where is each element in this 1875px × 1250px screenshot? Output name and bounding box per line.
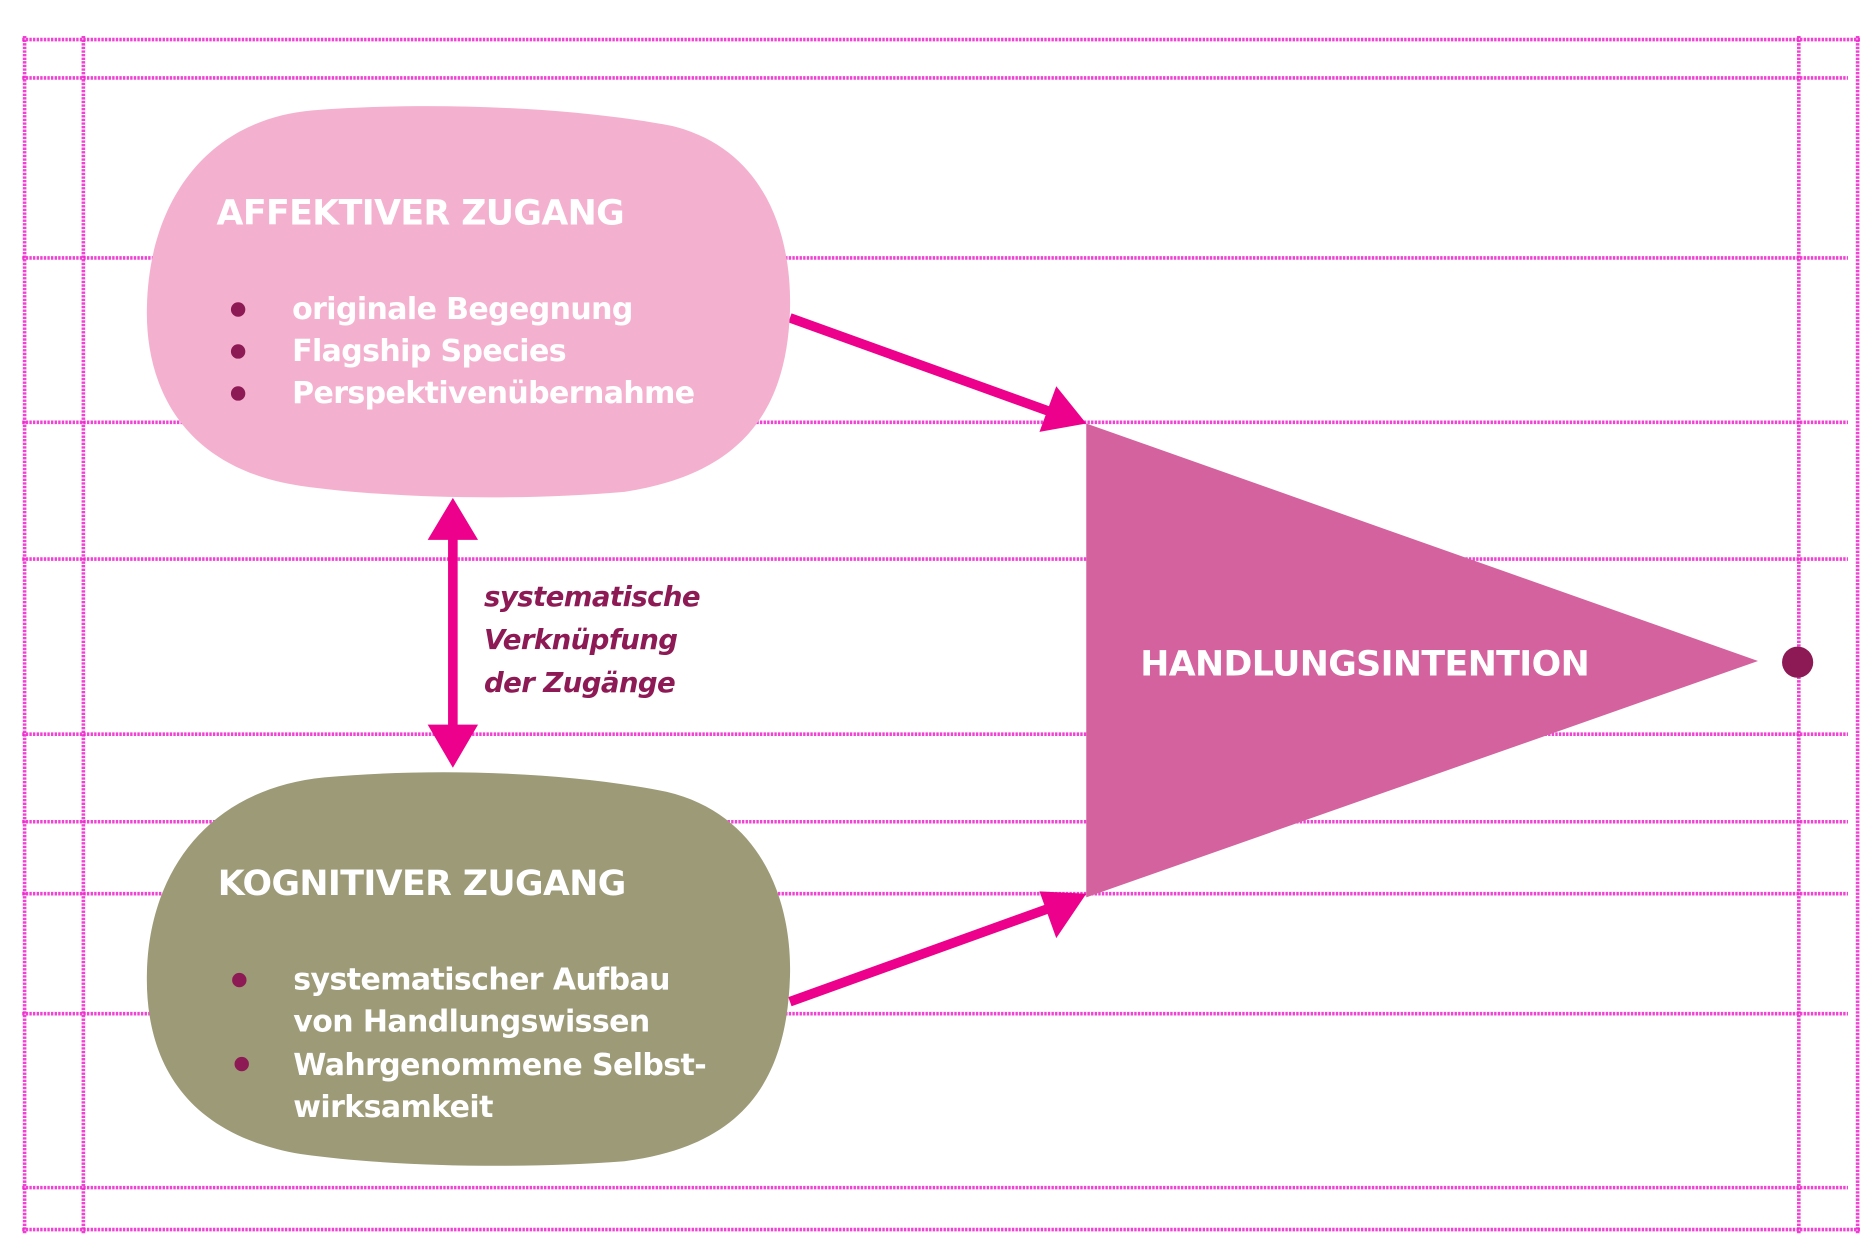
bullet-icon <box>230 386 246 401</box>
affective-item: originale Begegnung <box>292 292 633 327</box>
cognitive-access-shape <box>146 772 791 1166</box>
cognitive-item: wirksamkeit <box>293 1090 493 1125</box>
cognitive-item: Wahrgenommene Selbst- <box>293 1048 706 1083</box>
link-label-line: der Zugänge <box>484 666 675 699</box>
affective-item: Perspektivenübernahme <box>292 376 694 411</box>
cognitive-title: KOGNITIVER ZUGANG <box>218 864 626 904</box>
affective-item: Flagship Species <box>292 334 566 369</box>
bullet-icon <box>230 302 246 317</box>
cognitive-item: von Handlungswissen <box>293 1005 649 1040</box>
affective-title: AFFEKTIVER ZUGANG <box>217 193 625 233</box>
handlungsintention-label: HANDLUNGSINTENTION <box>1140 644 1589 684</box>
arrow-affective-to-target <box>788 313 1087 432</box>
link-label-line: Verknüpfung <box>484 623 677 656</box>
handlungsintention-triangle <box>1086 423 1759 898</box>
bullet-icon <box>234 1056 249 1072</box>
link-label-line: systematische <box>484 580 700 613</box>
affective-access-shape <box>146 106 791 498</box>
bullet-icon <box>232 972 247 988</box>
double-arrow-link <box>427 497 479 768</box>
end-dot <box>1782 646 1814 678</box>
cognitive-item: systematischer Aufbau <box>293 963 670 998</box>
arrow-cognitive-to-target <box>788 891 1087 1007</box>
bullet-icon <box>230 344 246 359</box>
